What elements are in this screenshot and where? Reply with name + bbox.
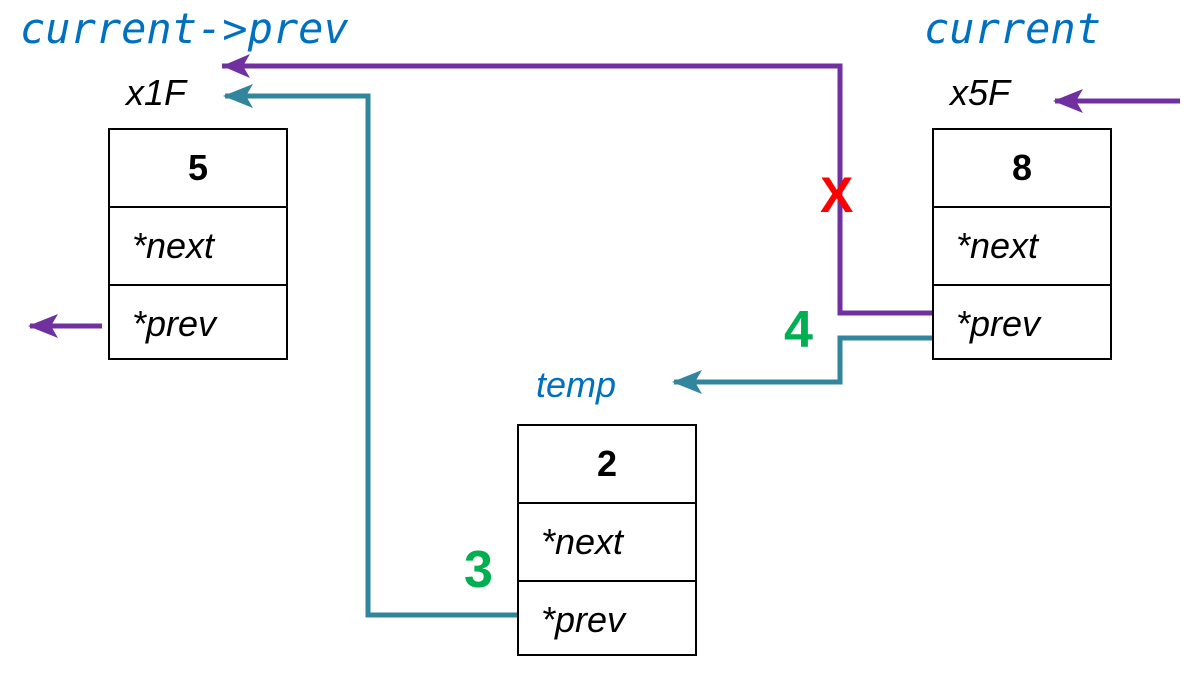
right-node: 8 *next *prev <box>932 128 1112 360</box>
current-incoming-arrowhead <box>1053 89 1083 113</box>
temp-node: 2 *next *prev <box>517 424 697 656</box>
step-4-marker: 4 <box>784 301 813 359</box>
right-node-address: x5F <box>950 72 1011 113</box>
current-prev-to-temp-arrowhead <box>672 370 702 394</box>
temp-prev-link-arrowhead <box>223 84 253 108</box>
current-prev-label: current->prev <box>20 4 349 53</box>
current-prev-to-temp-arrow <box>674 335 932 385</box>
step-3-marker: 3 <box>464 541 493 599</box>
current-label: current <box>924 4 1102 53</box>
old-prev-link-arrow <box>222 63 932 316</box>
temp-node-prev: *prev <box>541 599 626 640</box>
temp-node-next: *next <box>519 504 695 582</box>
right-node-next: *next <box>934 208 1110 286</box>
right-node-value: 8 <box>934 130 1110 208</box>
left-node-address: x1F <box>126 72 187 113</box>
temp-label: temp <box>536 364 617 405</box>
left-node-next: *next <box>110 208 286 286</box>
left-node-value: 5 <box>110 130 286 208</box>
left-prev-outgoing-arrowhead <box>28 314 58 338</box>
old-prev-link-arrowhead <box>222 54 250 78</box>
temp-prev-link-arrow <box>225 93 517 618</box>
right-node-prev: *prev <box>956 303 1041 344</box>
temp-node-value: 2 <box>519 426 695 504</box>
left-node: 5 *next *prev <box>108 128 288 360</box>
removed-link-x-mark: X <box>820 167 854 223</box>
left-node-prev: *prev <box>132 303 217 344</box>
